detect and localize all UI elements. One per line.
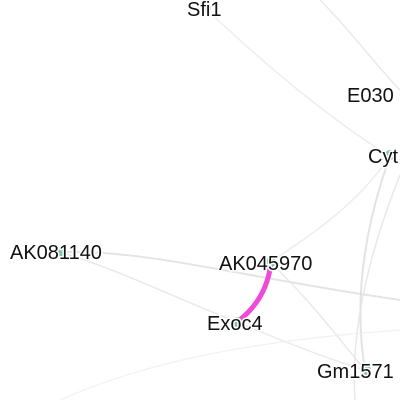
node-exoc4[interactable]: Exoc4 [206,312,265,337]
node-gm1571[interactable]: Gm1571 [316,360,396,385]
background-edge [353,174,400,400]
node-ak081140[interactable]: AK081140 [9,241,104,266]
background-edge [319,0,400,91]
background-edges [59,0,400,400]
node-label: Sfi1 [187,0,221,21]
background-edge [59,251,238,323]
node-marker[interactable] [232,317,242,327]
node-marker[interactable] [266,257,276,267]
background-edge [269,155,391,263]
background-edge [359,155,391,371]
node-label: Cyt [368,146,398,168]
node-label: E030 [347,85,394,107]
node-sfi1[interactable]: Sfi1 [186,0,223,23]
node-label: Gm1571 [317,361,394,383]
node-marker[interactable] [201,3,211,13]
node-cyt[interactable]: Cyt [367,145,400,170]
node-marker[interactable] [57,247,67,257]
node-ak045970[interactable]: AK045970 [218,252,314,277]
background-edge [269,261,366,371]
background-edge [59,329,400,400]
node-marker[interactable] [385,150,395,160]
node-label: AK081140 [10,242,102,264]
background-edge [204,7,391,157]
node-label: AK045970 [219,253,312,275]
background-edge [236,321,366,371]
highlighted-edge [234,259,274,325]
node-marker[interactable] [361,365,371,375]
highlighted-edges [234,259,274,325]
background-edge [59,250,400,301]
node-label: Exoc4 [207,313,263,335]
node-e030[interactable]: E030 [346,84,396,109]
